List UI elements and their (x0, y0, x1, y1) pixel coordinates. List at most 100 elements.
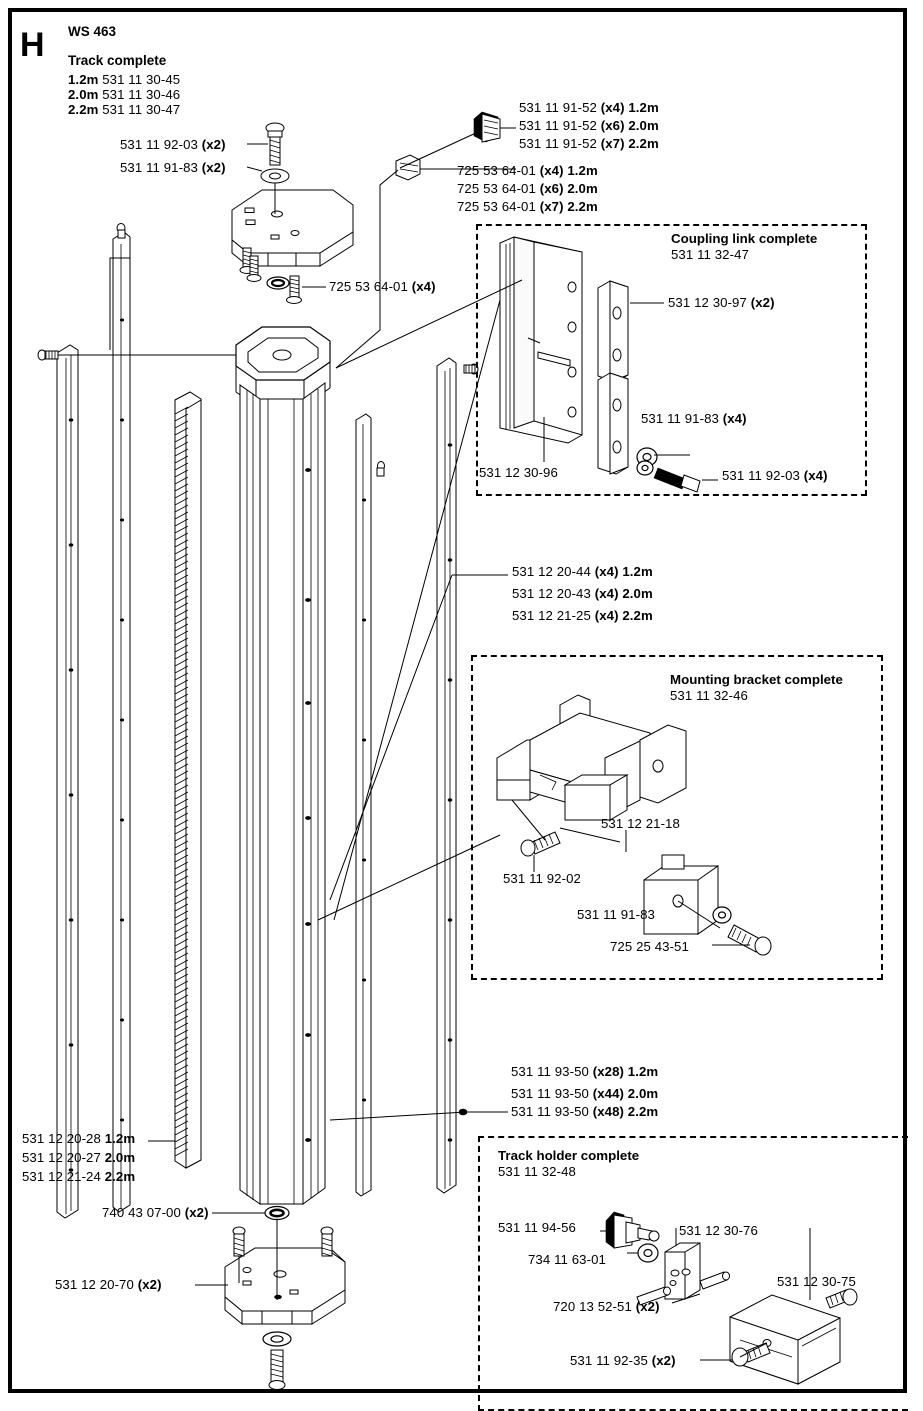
part-number: 725 53 64-01 (457, 181, 536, 196)
callout-top-plate-washer: 531 11 91-83 (x2) (120, 160, 226, 177)
part-qty: (x2) (635, 1299, 660, 1314)
part-number: 531 11 92-03 (722, 468, 800, 483)
callout-base-plate: 531 12 20-70 (x2) (55, 1277, 162, 1294)
track-holder-part: 531 11 32-48 (498, 1164, 576, 1179)
variant-size: 1.2m (68, 72, 99, 87)
callout-fastener-row-2: 531 11 93-50 (x44) 2.0m (511, 1086, 658, 1103)
part-qty: (x6) (600, 118, 625, 133)
part-size: 1.2m (104, 1131, 136, 1146)
part-qty: (x4) (411, 279, 436, 294)
part-number: 734 11 63-01 (528, 1252, 606, 1267)
coupling-link-heading: Coupling link complete (671, 231, 818, 246)
callout-rack-row-2: 531 12 20-27 2.0m (22, 1150, 135, 1167)
part-size: 2.2m (627, 1104, 659, 1119)
part-size: 2.0m (627, 1086, 659, 1101)
holder-item-30-76: 531 12 30-76 (679, 1223, 758, 1240)
callout-rack-row-3: 531 12 21-24 2.2m (22, 1169, 135, 1186)
variant-part: 531 11 30-46 (102, 87, 181, 102)
title-heading: Track complete (68, 53, 167, 68)
callout-plug-row-3: 531 11 91-52 (x7) 2.2m (519, 136, 659, 153)
callout-rail-row-1: 531 12 20-44 (x4) 1.2m (512, 564, 653, 581)
part-size: 2.2m (628, 136, 659, 151)
callout-mid-screw: 725 53 64-01 (x4) (329, 279, 436, 296)
part-size: 1.2m (622, 564, 653, 579)
variant-row-1: 1.2m 531 11 30-45 (68, 72, 180, 89)
callout-plug-row-2: 531 11 91-52 (x6) 2.0m (519, 118, 659, 135)
callout-fastener-row-1: 531 11 93-50 (x28) 1.2m (511, 1064, 658, 1081)
callout-rail-row-2: 531 12 20-43 (x4) 2.0m (512, 586, 653, 603)
part-number: 531 12 20-27 (22, 1150, 101, 1165)
mounting-bracket-part: 531 11 32-46 (670, 688, 748, 703)
part-qty: (x48) (592, 1104, 625, 1119)
part-number: 725 53 64-01 (457, 163, 536, 178)
part-number: 531 12 30-76 (679, 1223, 758, 1238)
coupling-link-box (476, 224, 867, 496)
model-name: WS 463 (68, 24, 117, 39)
part-number: 531 12 30-96 (479, 465, 558, 480)
part-number: 531 12 30-75 (777, 1274, 856, 1289)
part-number: 740 43 07-00 (102, 1205, 181, 1220)
callout-plug-row-1: 531 11 91-52 (x4) 1.2m (519, 100, 659, 117)
part-qty: (x28) (592, 1064, 625, 1079)
part-number: 531 11 92-35 (570, 1353, 648, 1368)
part-qty: (x4) (803, 468, 828, 483)
variant-size: 2.0m (68, 87, 99, 102)
part-number: 531 12 21-25 (512, 608, 591, 623)
part-qty: (x6) (539, 181, 564, 196)
callout-rack-row-1: 531 12 20-28 1.2m (22, 1131, 135, 1148)
part-qty: (x4) (600, 100, 625, 115)
part-number: 531 12 20-28 (22, 1131, 101, 1146)
part-qty: (x4) (594, 564, 619, 579)
callout-rail-row-3: 531 12 21-25 (x4) 2.2m (512, 608, 653, 625)
part-qty: (x7) (539, 199, 564, 214)
part-size: 2.2m (104, 1169, 136, 1184)
mounting-bracket-heading: Mounting bracket complete (670, 672, 843, 687)
part-number: 531 11 91-83 (641, 411, 719, 426)
bracket-item-92-02: 531 11 92-02 (503, 871, 581, 888)
part-size: 2.0m (567, 181, 598, 196)
variant-row-3: 2.2m 531 11 30-47 (68, 102, 180, 119)
part-qty: (x2) (137, 1277, 162, 1292)
part-size: 2.0m (104, 1150, 136, 1165)
coupling-item-92-03: 531 11 92-03 (x4) (722, 468, 828, 485)
variant-size: 2.2m (68, 102, 99, 117)
part-number: 531 11 91-83 (120, 160, 198, 175)
section-letter: H (20, 26, 45, 64)
part-qty: (x44) (592, 1086, 625, 1101)
part-number: 531 11 92-03 (120, 137, 198, 152)
callout-screw-row-3: 725 53 64-01 (x7) 2.2m (457, 199, 598, 216)
bracket-item-91-83: 531 11 91-83 (577, 907, 655, 924)
holder-item-52-51: 720 13 52-51 (x2) (553, 1299, 660, 1316)
part-qty: (x4) (594, 586, 619, 601)
track-holder-heading: Track holder complete (498, 1148, 640, 1163)
part-number: 531 11 93-50 (511, 1064, 589, 1079)
variant-part: 531 11 30-45 (102, 72, 181, 87)
part-size: 1.2m (628, 100, 659, 115)
holder-item-94-56: 531 11 94-56 (498, 1220, 576, 1237)
part-size: 2.0m (628, 118, 659, 133)
callout-top-plate-bolt: 531 11 92-03 (x2) (120, 137, 226, 154)
part-number: 531 11 91-83 (577, 907, 655, 922)
coupling-link-part: 531 11 32-47 (671, 247, 749, 262)
part-number: 531 11 91-52 (519, 118, 597, 133)
part-size: 2.0m (622, 586, 653, 601)
part-number: 531 12 20-70 (55, 1277, 134, 1292)
part-number: 531 11 91-52 (519, 100, 597, 115)
part-size: 2.2m (567, 199, 598, 214)
variant-part: 531 11 30-47 (102, 102, 181, 117)
part-number: 725 25 43-51 (610, 939, 689, 954)
variant-row-2: 2.0m 531 11 30-46 (68, 87, 180, 104)
part-qty: (x7) (600, 136, 625, 151)
part-size: 1.2m (567, 163, 598, 178)
coupling-item-30-97: 531 12 30-97 (x2) (668, 295, 775, 312)
bracket-item-21-18: 531 12 21-18 (601, 816, 680, 833)
part-number: 531 12 21-18 (601, 816, 680, 831)
callout-screw-row-1: 725 53 64-01 (x4) 1.2m (457, 163, 598, 180)
part-qty: (x2) (651, 1353, 676, 1368)
part-qty: (x4) (722, 411, 747, 426)
mounting-bracket-box (471, 655, 883, 980)
part-number: 531 11 94-56 (498, 1220, 576, 1235)
part-qty: (x2) (184, 1205, 209, 1220)
part-number: 720 13 52-51 (553, 1299, 632, 1314)
